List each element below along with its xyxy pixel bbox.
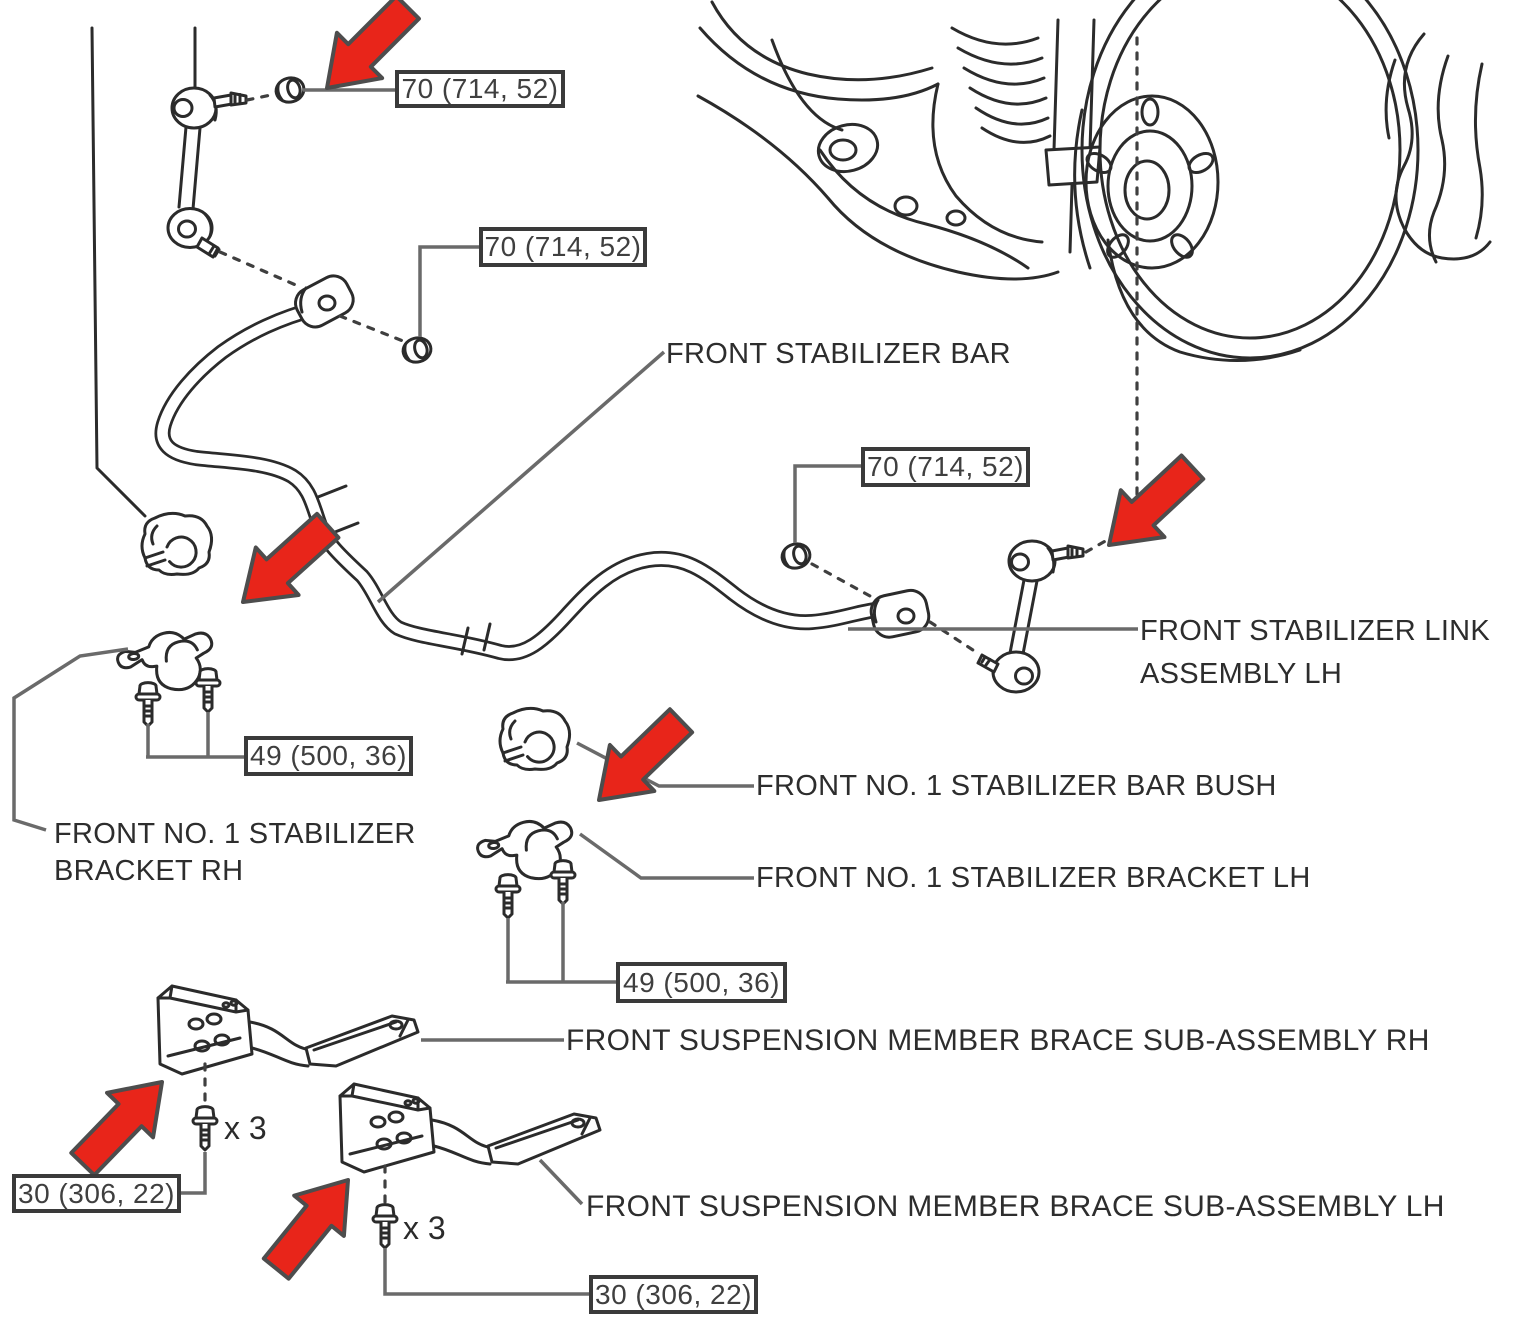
bar-bush-rh-drawing bbox=[140, 511, 214, 576]
torque-box-link-nut-1: 70 (714, 52) bbox=[395, 70, 565, 108]
torque-box-bracket-bolt-lh: 49 (500, 36) bbox=[616, 962, 787, 1003]
stabilizer-link-rh-drawing bbox=[166, 86, 248, 259]
bar-bush-lh-drawing bbox=[498, 706, 572, 771]
brace-lh-drawing bbox=[338, 1082, 602, 1174]
torque-box-brace-bolt-rh: 30 (306, 22) bbox=[12, 1174, 181, 1213]
torque-box-link-nut-3: 70 (714, 52) bbox=[861, 447, 1030, 487]
torque-box-link-nut-2: 70 (714, 52) bbox=[479, 227, 647, 267]
brace-rh-drawing bbox=[156, 984, 420, 1076]
label-line: FRONT NO. 1 STABILIZER bbox=[54, 818, 416, 850]
red-arrow-brace-rh bbox=[57, 1057, 188, 1189]
label-bar-bush: FRONT NO. 1 STABILIZER BAR BUSH bbox=[756, 770, 1277, 802]
red-arrow-bracket-lh bbox=[574, 695, 706, 826]
label-front-stabilizer-link-assembly-lh: FRONT STABILIZER LINK ASSEMBLY LH bbox=[1140, 610, 1490, 696]
brace-bolt-lh bbox=[371, 1203, 399, 1250]
front-stabilizer-bar-drawing bbox=[154, 274, 931, 662]
bracket-bolt-2 bbox=[194, 667, 222, 714]
bracket-bolt-4 bbox=[549, 859, 577, 906]
red-arrow-bracket-rh bbox=[219, 499, 352, 628]
stabilizer-link-lh-drawing bbox=[976, 539, 1085, 694]
link-nut-1 bbox=[271, 73, 309, 107]
red-arrow-brace-lh bbox=[249, 1157, 375, 1291]
bracket-bolt-3 bbox=[494, 873, 522, 920]
label-bracket-rh: FRONT NO. 1 STABILIZER BRACKET RH bbox=[54, 816, 416, 890]
link-nut-2 bbox=[398, 333, 436, 367]
frame-cut-lines bbox=[90, 26, 197, 518]
qty-label-brace-bolts-lh: x 3 bbox=[403, 1210, 446, 1246]
label-bracket-lh: FRONT NO. 1 STABILIZER BRACKET LH bbox=[756, 862, 1311, 894]
bracket-bolt-1 bbox=[134, 681, 162, 728]
link-nut-3 bbox=[777, 539, 815, 573]
alignment-dashed-lines bbox=[203, 36, 1139, 1204]
label-brace-rh: FRONT SUSPENSION MEMBER BRACE SUB-ASSEMB… bbox=[566, 1024, 1430, 1057]
torque-box-bracket-bolt-rh: 49 (500, 36) bbox=[244, 736, 413, 776]
knuckle-brake-assembly bbox=[696, 0, 1492, 362]
brace-bolt-rh bbox=[191, 1105, 219, 1152]
label-brace-lh: FRONT SUSPENSION MEMBER BRACE SUB-ASSEMB… bbox=[586, 1190, 1445, 1223]
label-line: BRACKET RH bbox=[54, 855, 244, 887]
qty-label-brace-bolts-rh: x 3 bbox=[224, 1110, 267, 1146]
torque-box-brace-bolt-lh: 30 (306, 22) bbox=[589, 1275, 758, 1314]
red-callout-arrows bbox=[57, 0, 1217, 1291]
label-line: ASSEMBLY LH bbox=[1140, 658, 1343, 690]
red-arrow-link-lh bbox=[1085, 441, 1217, 571]
label-front-stabilizer-bar: FRONT STABILIZER BAR bbox=[666, 338, 1011, 370]
leader-lines bbox=[12, 88, 1138, 1296]
label-line: FRONT STABILIZER LINK bbox=[1140, 615, 1491, 647]
